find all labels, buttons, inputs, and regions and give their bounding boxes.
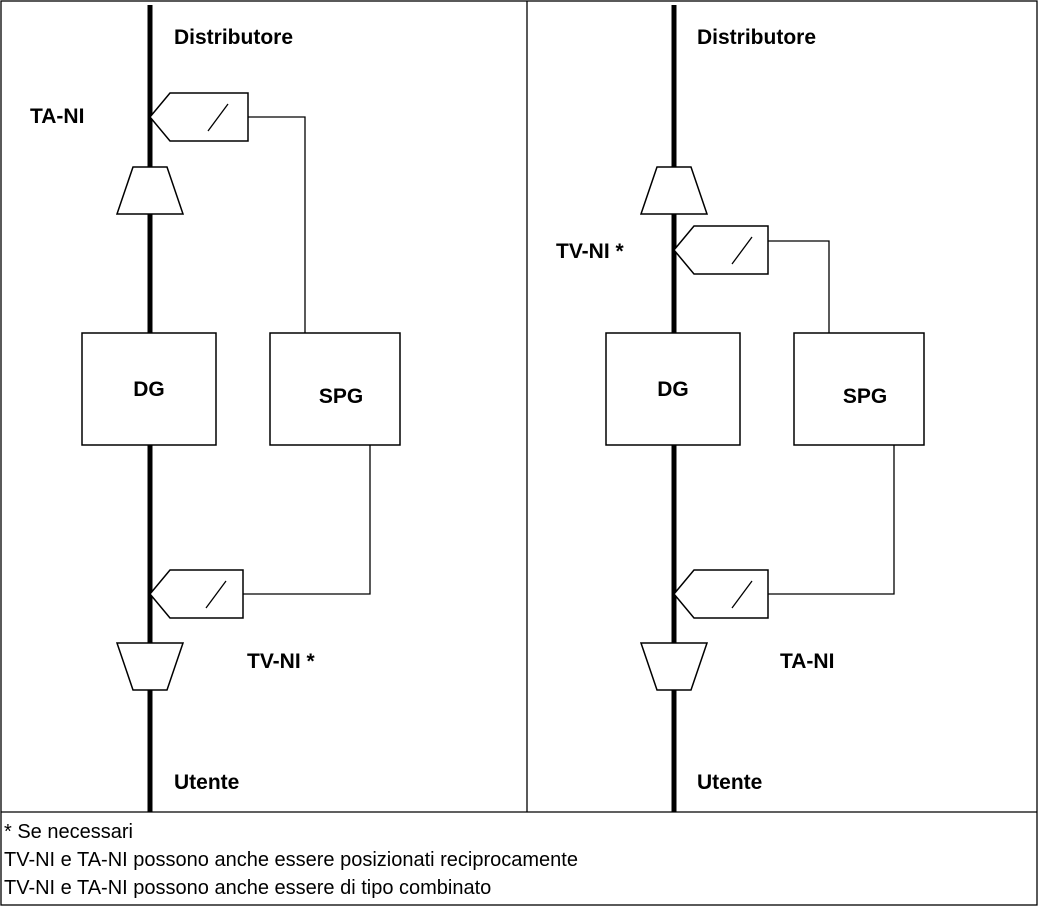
voltage-transformer-label: TV-NI * xyxy=(556,240,625,263)
sensor-wire-bottom xyxy=(243,445,371,595)
protection-system-box xyxy=(793,332,925,446)
voltage-transformer-label: TV-NI * xyxy=(247,650,316,673)
footnote-line: * Se necessari xyxy=(4,821,133,843)
footnote-line: TV-NI e TA-NI possono anche essere posiz… xyxy=(4,849,578,871)
sensor-slash xyxy=(207,103,229,132)
sensor-wire-bottom xyxy=(768,445,895,595)
protection-system-label: SPG xyxy=(319,385,363,408)
user-label: Utente xyxy=(697,771,762,794)
general-breaker-box xyxy=(605,332,741,446)
sensor-wire-top xyxy=(248,116,306,333)
general-breaker-label: DG xyxy=(657,378,689,401)
current-transformer-symbol xyxy=(149,92,249,142)
sensor-slash xyxy=(205,580,227,609)
isolator-upper-symbol xyxy=(115,166,185,215)
user-label: Utente xyxy=(174,771,239,794)
voltage-transformer-symbol xyxy=(149,569,244,619)
voltage-transformer-symbol xyxy=(673,225,769,275)
protection-system-box xyxy=(269,332,401,446)
sensor-slash xyxy=(731,580,753,609)
footnotes: * Se necessari TV-NI e TA-NI possono anc… xyxy=(4,818,578,902)
panel-left: Distributore TA-NI DG SPG TV-NI * Utente xyxy=(30,5,401,812)
general-breaker-box xyxy=(81,332,217,446)
sensor-wire-top xyxy=(768,240,830,333)
sensor-slash xyxy=(731,236,753,265)
supply-label: Distributore xyxy=(697,26,816,49)
current-transformer-label: TA-NI xyxy=(780,650,834,673)
supply-label: Distributore xyxy=(174,26,293,49)
current-transformer-label: TA-NI xyxy=(30,105,84,128)
panel-right: Distributore TV-NI * DG SPG TA-NI Utente xyxy=(556,5,925,812)
current-transformer-symbol xyxy=(673,569,769,619)
isolator-upper-symbol xyxy=(639,166,709,215)
protection-system-label: SPG xyxy=(843,385,887,408)
general-breaker-label: DG xyxy=(133,378,165,401)
isolator-lower-symbol xyxy=(115,642,185,691)
footnote-line: TV-NI e TA-NI possono anche essere di ti… xyxy=(4,877,492,899)
isolator-lower-symbol xyxy=(639,642,709,691)
